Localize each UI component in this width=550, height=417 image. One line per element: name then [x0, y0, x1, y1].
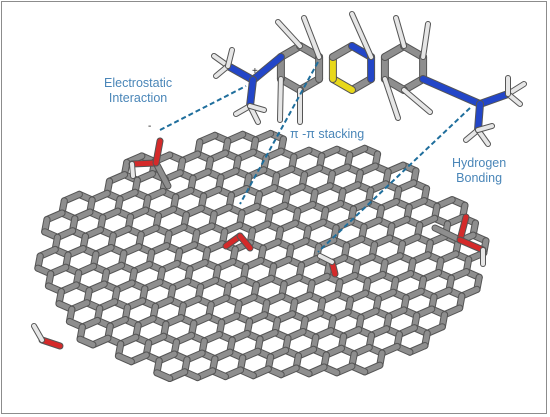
dye-ring-h — [421, 22, 430, 59]
pi-stacking-dashed-line — [239, 61, 319, 205]
carboxyl-oh-bond — [129, 160, 159, 167]
dye-right-me1 — [477, 91, 511, 107]
carboxyl-h-bond — [130, 162, 135, 178]
interaction-lines — [159, 61, 471, 253]
hydroxyl-h-bond — [318, 254, 334, 264]
dye-right-n-bond — [420, 76, 483, 107]
positive-charge-sign: + — [252, 66, 258, 77]
hydroxyl2-bond — [39, 337, 63, 349]
carboxyl2-c-bond — [432, 225, 463, 243]
dye-ring-h — [278, 77, 283, 122]
hydrogen-label-line2: Bonding — [456, 171, 503, 185]
dye-right-me2 — [475, 101, 483, 133]
graphene-bond — [77, 336, 96, 348]
electrostatic-label-line2: Interaction — [108, 91, 168, 105]
carboxyl2-co-bond — [457, 214, 469, 243]
dye-ring-h — [402, 88, 432, 114]
functional-groups — [31, 137, 487, 350]
dye-left-me2 — [247, 77, 256, 109]
electrostatic-dashed-line — [159, 85, 247, 131]
dye-ring-h — [394, 16, 406, 48]
epoxide-bond-b — [237, 233, 253, 251]
hydrogen-bond-dashed-line — [317, 107, 471, 253]
dye-ring-h — [302, 16, 322, 59]
dye-ring-h — [350, 12, 374, 59]
methylene-blue-molecule — [211, 11, 527, 147]
dye-h — [226, 48, 234, 68]
graphene-sheet — [34, 129, 490, 382]
hydroxyl2-h-bond — [32, 324, 44, 342]
carboxyl-co-bond — [153, 138, 163, 166]
hydrogen-bonding-label: Hydrogen Bonding — [452, 156, 506, 186]
dye-ring-h — [276, 20, 302, 48]
hydrogen-label-line1: Hydrogen — [452, 156, 507, 170]
dye-h — [476, 124, 494, 132]
pi-pi-stacking-label: π -π stacking — [290, 127, 365, 141]
electrostatic-label-line1: Electrostatic — [104, 76, 173, 90]
graphene-bond — [154, 370, 173, 381]
dye-ring-h — [382, 77, 400, 120]
dye-left-me1 — [225, 63, 256, 83]
graphene-bond — [115, 353, 134, 365]
negative-charge-sign: - — [148, 121, 152, 132]
dye-h — [248, 104, 266, 112]
dye-left-n-bond — [250, 54, 284, 83]
carboxyl2-oh-bond — [457, 237, 486, 253]
carboxyl-c-bond — [153, 160, 171, 189]
electrostatic-interaction-label: Electrostatic Interaction — [104, 76, 172, 106]
